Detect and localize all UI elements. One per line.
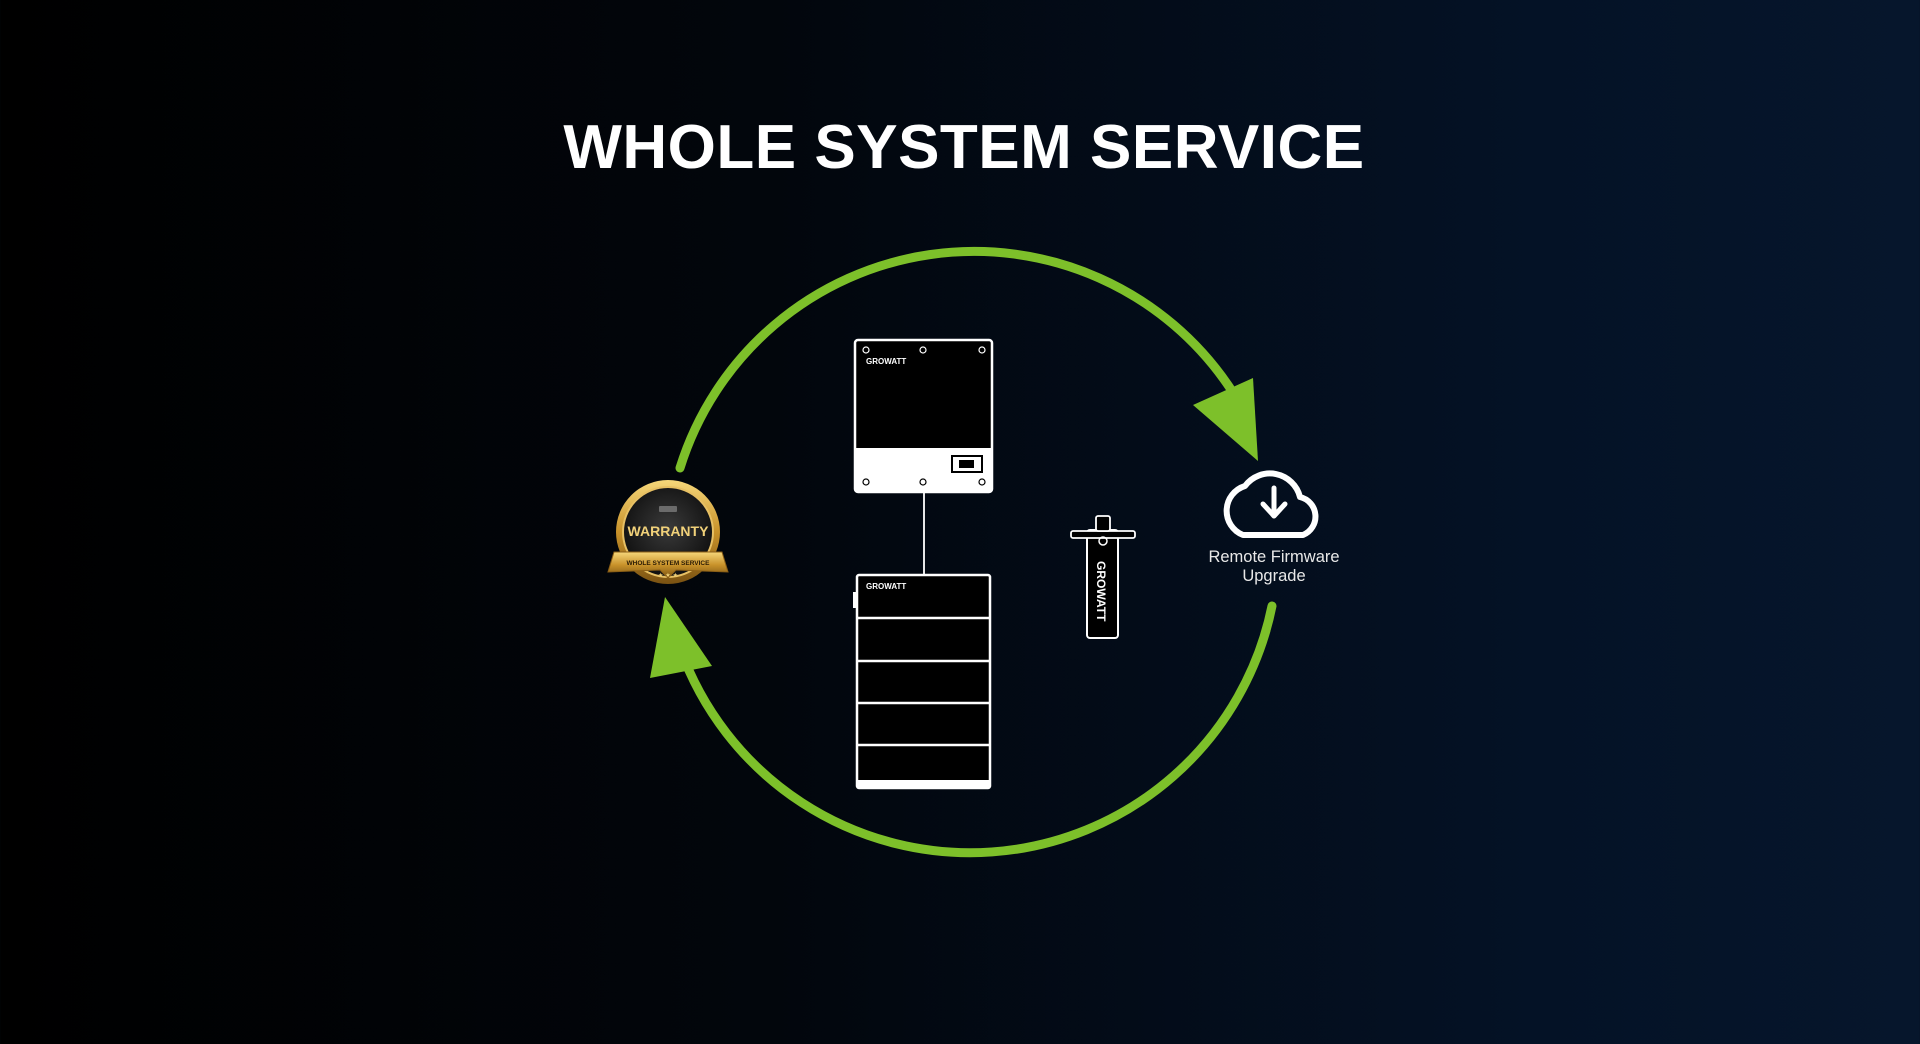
firmware-upgrade-label: Remote Firmware Upgrade: [1160, 548, 1388, 586]
cloud-download-icon: [1223, 470, 1319, 538]
firmware-label-line2: Upgrade: [1242, 567, 1306, 585]
page-title: WHOLE SYSTEM SERVICE: [563, 113, 1365, 182]
firmware-label-line1: Remote Firmware: [1208, 548, 1340, 566]
dongle-brand-logo: GROWATT: [1094, 561, 1108, 622]
inverter-unit: GROWATT: [853, 338, 994, 494]
badge-ribbon-text: WHOLE SYSTEM SERVICE: [627, 560, 711, 567]
battery-brand-logo: GROWATT: [866, 582, 906, 591]
svg-text:★ ★ ★: ★ ★ ★: [658, 572, 678, 579]
cycle-arrowhead-bottom: [650, 597, 712, 678]
cycle-arrow-bottom: [675, 601, 1277, 858]
inverter-brand-logo: GROWATT: [866, 357, 906, 366]
badge-main-text: WARRANTY: [628, 523, 710, 539]
warranty-badge-icon: WARRANTY WHOLE SYSTEM SERVICE ★ ★ ★: [607, 480, 729, 584]
cycle-arrow-top: [675, 246, 1235, 473]
battery-stack: GROWATT: [853, 573, 992, 790]
cycle-arrowhead-top: [1193, 378, 1258, 461]
datalogger-dongle: GROWATT: [1070, 515, 1136, 639]
